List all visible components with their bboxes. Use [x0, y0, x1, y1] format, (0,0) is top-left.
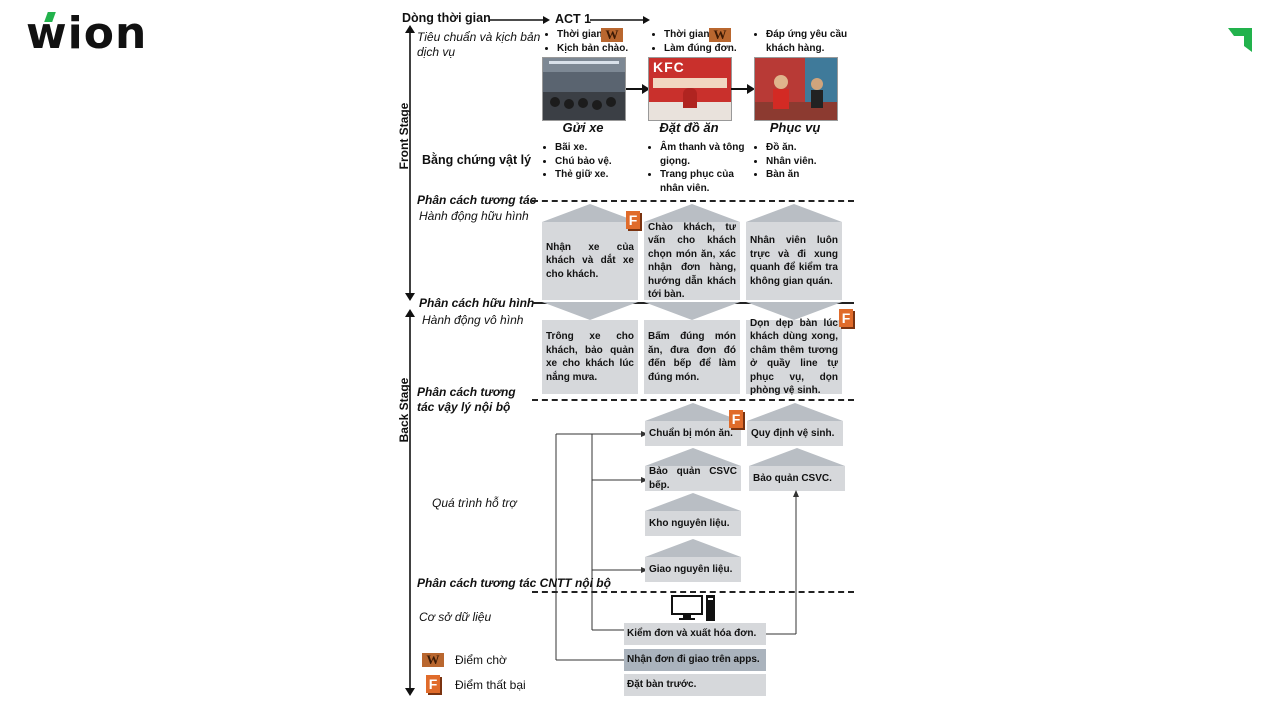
physical-evidence-label: Bằng chứng vật lý	[422, 153, 531, 167]
wait-point-icon: W	[601, 28, 623, 42]
list-item: Làm đúng đơn.	[664, 42, 754, 56]
card-roof	[749, 448, 845, 466]
list-item: Bãi xe.	[555, 141, 645, 155]
line-of-interaction-label: Phân cách tương tác	[417, 193, 536, 208]
support-process-label: Quá trình hỗ trợ	[432, 496, 517, 511]
database-row: Nhận đơn đi giao trên apps.	[624, 649, 766, 671]
list-item: Đồ ăn.	[766, 141, 856, 155]
card-roof	[644, 204, 740, 222]
card-text: Bấm đúng món ăn, đưa đơn đó đến bếp để l…	[648, 330, 736, 384]
card-roof	[645, 448, 741, 466]
computer-icon	[671, 594, 717, 622]
internal-interaction-label: Phân cách tương tác vậy lý nội bộ	[417, 385, 535, 415]
card-roof	[746, 204, 842, 222]
fail-point-icon: F	[426, 675, 440, 693]
card-text: Bảo quản CSVC bếp.	[649, 465, 737, 492]
stage-1-evidence: Bãi xe. Chú bảo vệ. Thẻ giữ xe.	[541, 141, 645, 182]
fail-point-icon: F	[729, 410, 743, 428]
card-roof	[644, 302, 740, 320]
front-action-card: Chào khách, tư vấn cho khách chọn món ăn…	[644, 222, 740, 300]
it-interaction-label: Phân cách tương tác CNTT nội bộ	[417, 576, 611, 591]
card-roof	[542, 302, 638, 320]
wait-point-icon: W	[709, 28, 731, 42]
card-text: Nhận xe của khách và dắt xe cho khách.	[546, 241, 634, 282]
list-item: Đáp ứng yêu cầu khách hàng.	[766, 28, 861, 55]
stage-1-standards: Thời gian. Kịch bản chào.	[543, 28, 647, 55]
card-roof	[747, 403, 843, 421]
back-stage-label: Back Stage	[397, 350, 413, 470]
stage-3-evidence: Đồ ăn. Nhân viên. Bàn ăn	[752, 141, 856, 182]
line-of-it-interaction	[532, 591, 854, 593]
support-card: Giao nguyên liệu.	[645, 557, 741, 582]
support-card: Kho nguyên liệu.	[645, 511, 741, 536]
card-roof	[542, 204, 638, 222]
card-text: Quy định vệ sinh.	[751, 427, 834, 441]
stage-3-standards: Đáp ứng yêu cầu khách hàng.	[752, 28, 861, 55]
stage-2-evidence: Âm thanh và tông giọng. Trang phục của n…	[646, 141, 750, 195]
list-item: Bàn ăn	[766, 168, 856, 182]
arrow-icon	[626, 82, 650, 96]
kfc-counter-photo: KFC	[648, 57, 732, 121]
list-item: Chú bảo vệ.	[555, 155, 645, 169]
standards-label: Tiêu chuẩn và kịch bản dịch vụ	[417, 30, 542, 60]
card-text: Giao nguyên liệu.	[649, 563, 732, 577]
support-card: Chuẩn bị món ăn.	[645, 421, 741, 446]
stage-3-caption: Phục vụ	[750, 120, 840, 135]
card-text: Dọn dẹp bàn lúc khách dùng xong, châm th…	[750, 317, 838, 398]
card-text: Chuẩn bị món ăn.	[649, 427, 733, 441]
back-action-card: Trông xe cho khách, bảo quản xe cho khác…	[542, 320, 638, 394]
front-action-card: Nhân viên luôn trực và đi xung quanh để …	[746, 222, 842, 300]
stage-2-standards: Thời gian. Làm đúng đơn.	[650, 28, 754, 55]
list-item: Kịch bản chào.	[557, 42, 647, 56]
stage-2-caption: Đặt đồ ăn	[644, 120, 734, 135]
corner-arrow-icon	[1226, 26, 1254, 54]
back-action-card: Dọn dẹp bàn lúc khách dùng xong, châm th…	[746, 320, 842, 394]
front-action-card: Nhận xe của khách và dắt xe cho khách.	[542, 222, 638, 300]
line-of-visibility-label: Phân cách hữu hình	[419, 296, 534, 311]
list-item: Trang phục của nhân viên.	[660, 168, 750, 195]
card-roof	[645, 403, 741, 421]
card-text: Chào khách, tư vấn cho khách chọn món ăn…	[648, 221, 736, 302]
database-row: Đặt bàn trước.	[624, 674, 766, 696]
fail-point-icon: F	[839, 309, 853, 327]
legend-wait-label: Điểm chờ	[455, 653, 507, 668]
database-label: Cơ sở dữ liệu	[419, 610, 491, 625]
timeline-label: Dòng thời gian	[402, 11, 491, 25]
service-photo	[754, 57, 838, 121]
database-row: Kiểm đơn và xuất hóa đơn.	[624, 623, 766, 645]
back-action-card: Bấm đúng món ăn, đưa đơn đó đến bếp để l…	[644, 320, 740, 394]
list-item: Nhân viên.	[766, 155, 856, 169]
fail-point-icon: F	[626, 211, 640, 229]
support-card: Bảo quản CSVC bếp.	[645, 466, 741, 491]
brand-logo: wion	[26, 8, 147, 59]
visible-actions-label: Hành động hữu hình	[419, 209, 529, 224]
card-text: Bảo quản CSVC.	[753, 472, 832, 486]
card-roof	[645, 493, 741, 511]
list-item: Âm thanh và tông giọng.	[660, 141, 750, 168]
csvc-connector	[766, 488, 800, 638]
support-card: Quy định vệ sinh.	[747, 421, 843, 446]
stage-1-caption: Gửi xe	[538, 120, 628, 135]
card-text: Trông xe cho khách, bảo quản xe cho khác…	[546, 330, 634, 384]
wait-point-icon: W	[422, 653, 444, 667]
act-label: ACT 1	[555, 12, 591, 26]
legend-fail-label: Điểm thất bại	[455, 678, 526, 693]
line-of-interaction	[532, 200, 854, 202]
photo-sign-text: KFC	[653, 59, 685, 75]
card-text: Kho nguyên liệu.	[649, 517, 730, 531]
list-item: Thẻ giữ xe.	[555, 168, 645, 182]
arrow-icon	[731, 82, 755, 96]
invisible-actions-label: Hành động vô hình	[422, 313, 523, 328]
front-stage-label: Front Stage	[397, 76, 413, 196]
line-of-internal-interaction	[532, 399, 854, 401]
parking-photo	[542, 57, 626, 121]
card-roof	[645, 539, 741, 557]
card-text: Nhân viên luôn trực và đi xung quanh để …	[750, 234, 838, 288]
